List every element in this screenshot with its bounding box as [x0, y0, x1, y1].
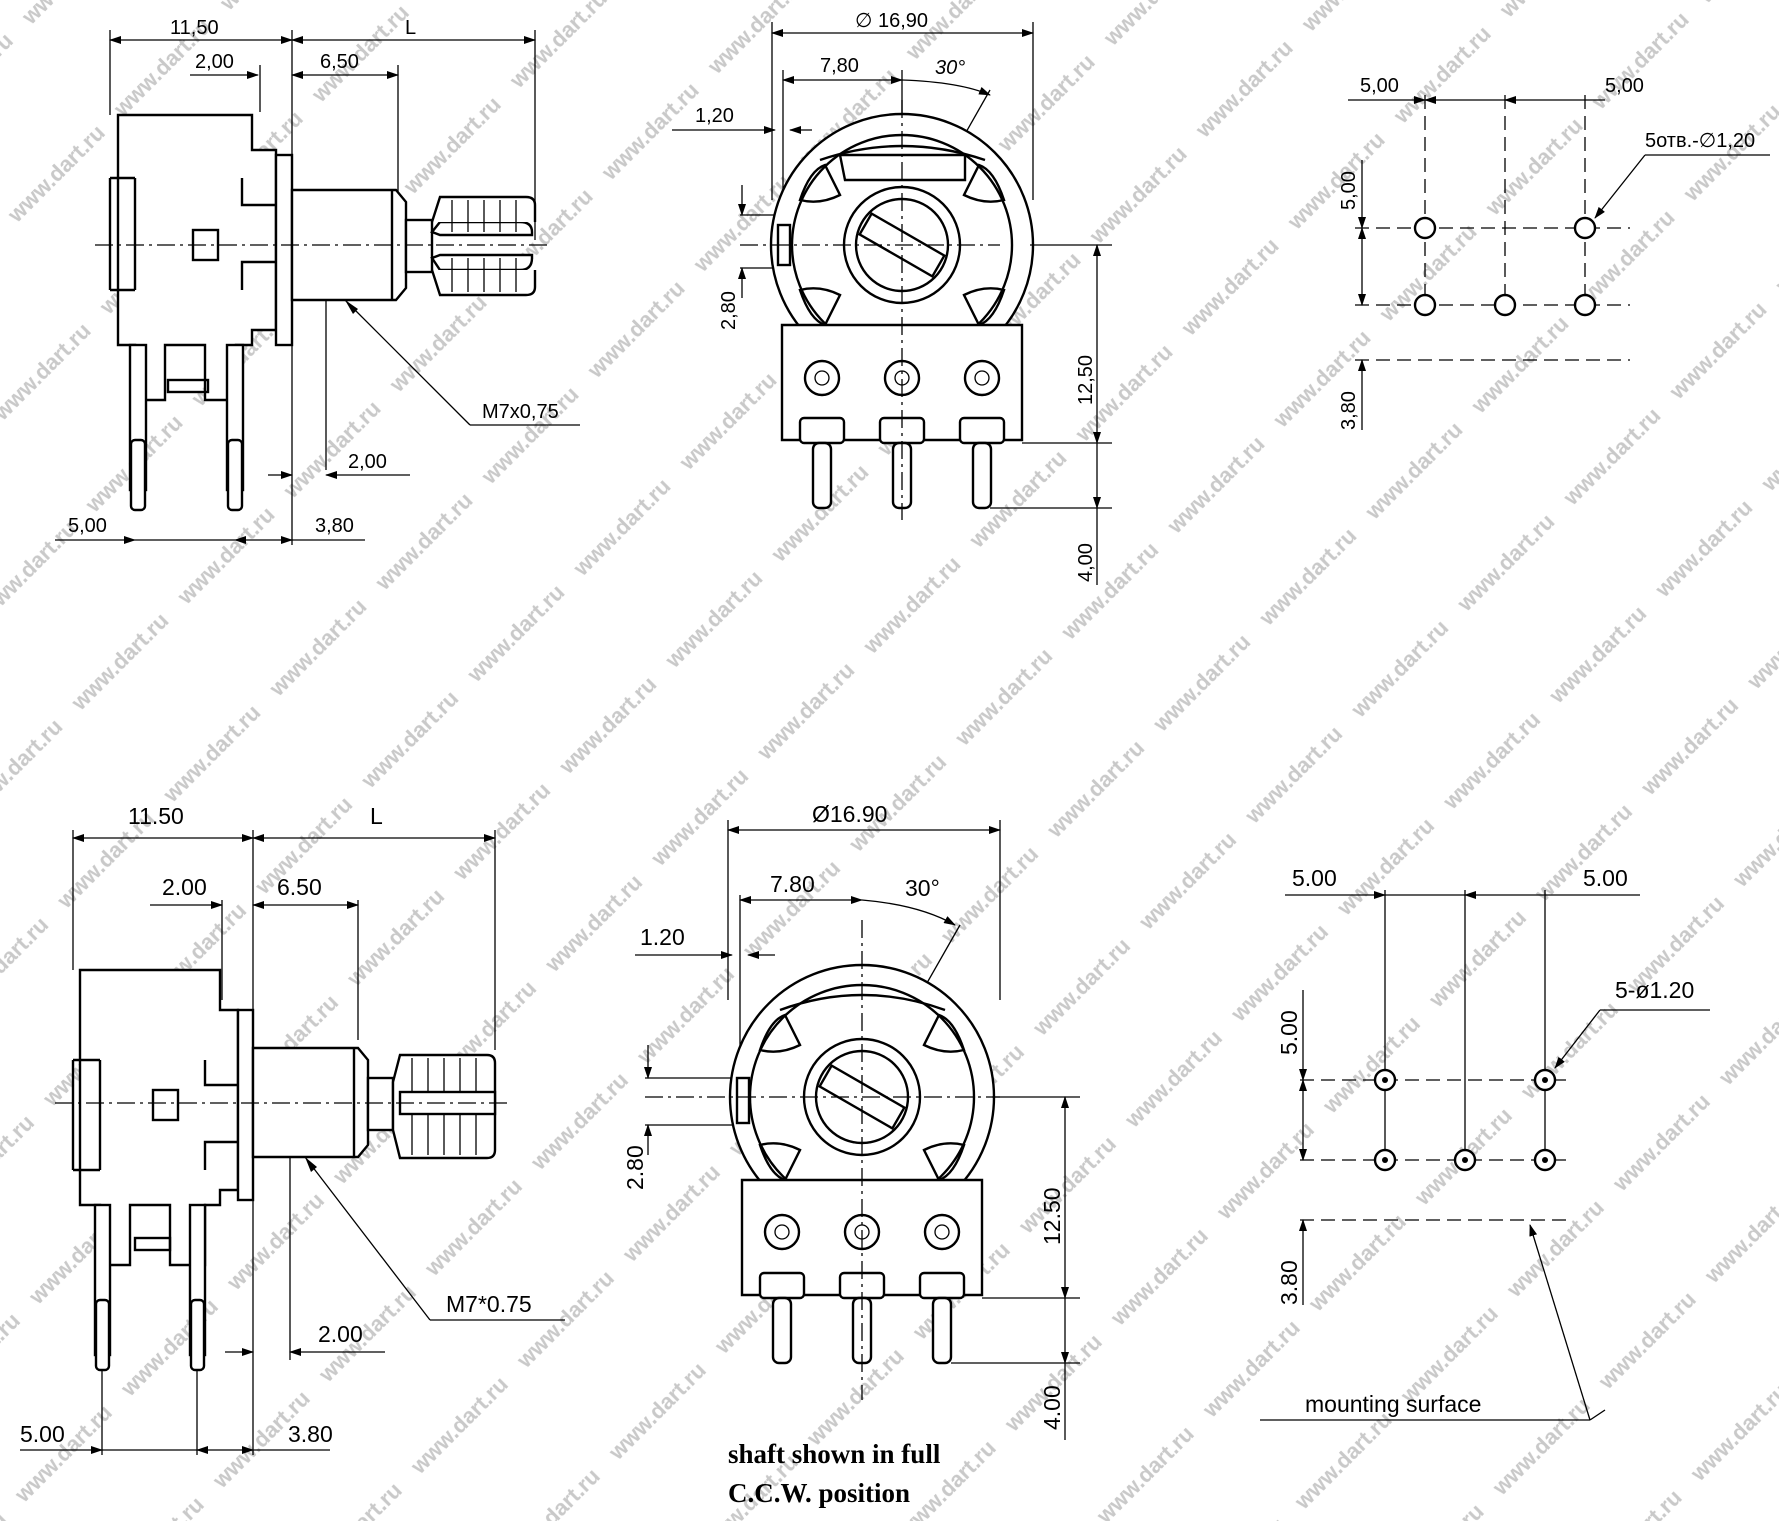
dim-pin-length: 4.00	[1039, 1385, 1065, 1430]
dim-tab-width: 1.20	[640, 924, 685, 950]
dim-bottom-offset: 2.00	[318, 1321, 363, 1347]
dim-tab-height: 2,80	[718, 291, 740, 330]
dim-axis-height: 12.50	[1039, 1187, 1065, 1245]
dim-thread: M7*0.75	[446, 1291, 532, 1317]
dim-row-spacing: 5.00	[1276, 1010, 1302, 1055]
label-mounting-surface: mounting surface	[1305, 1391, 1481, 1417]
note-line-1: shaft shown in full	[728, 1439, 941, 1469]
dim-holes: 5-ø1.20	[1615, 977, 1694, 1003]
dim-pitch-right: 5.00	[1583, 865, 1628, 891]
dim-angle: 30°	[905, 875, 940, 901]
bottom-side-view: 11.50 L 2.00 6.50 M7*0.75 2.00 5.00 3.80	[20, 803, 565, 1455]
dim-angle: 30°	[935, 57, 965, 79]
dim-half-width: 7,80	[820, 55, 859, 77]
dim-tab-width: 1,20	[695, 105, 734, 127]
dim-bushing: 6,50	[320, 51, 359, 73]
dim-shaft-length: L	[370, 803, 383, 829]
dim-flange: 2.00	[162, 874, 207, 900]
dim-bushing: 6.50	[277, 874, 322, 900]
dim-flange: 2,00	[195, 51, 234, 73]
dim-pin-offset: 3,80	[315, 515, 354, 537]
dim-thread: M7x0,75	[482, 401, 559, 423]
dim-pin-pitch: 5.00	[20, 1421, 65, 1447]
dim-pin-length: 4,00	[1075, 543, 1097, 582]
bottom-front-view: Ø16.90 7.80 30° 1.20 2.80 12.50 4.00 sha…	[622, 801, 1080, 1508]
dim-pin-pitch: 5,00	[68, 515, 107, 537]
dim-row-spacing: 5,00	[1338, 171, 1360, 210]
top-side-view: 11,50 L 2,00 6,50 M7x0,75 2,00 5,00 3,80	[55, 17, 580, 545]
dim-pin-offset: 3.80	[288, 1421, 333, 1447]
dim-surface-offset: 3,80	[1338, 391, 1360, 430]
dim-pitch-left: 5,00	[1360, 75, 1399, 97]
bottom-pcb-layout: 5.00 5.00 5-ø1.20 5.00 3.80 mounting sur…	[1260, 865, 1710, 1421]
dim-diameter: Ø16.90	[812, 801, 887, 827]
dim-pitch-right: 5,00	[1605, 75, 1644, 97]
dim-diameter: ∅ 16,90	[855, 10, 928, 32]
top-front-view: ∅ 16,90 7,80 30° 1,20 2,80 12,50 4,00	[672, 10, 1112, 585]
dim-body-width: 11.50	[128, 803, 184, 829]
dim-shaft-length: L	[405, 17, 416, 39]
top-pcb-layout: 5,00 5,00 5отв.-∅1,20 5,00 3,80	[1338, 75, 1770, 430]
note-line-2: C.C.W. position	[728, 1478, 910, 1508]
dim-body-width: 11,50	[170, 17, 219, 39]
dim-bottom-offset: 2,00	[348, 451, 387, 473]
dim-half-width: 7.80	[770, 871, 815, 897]
dim-pitch-left: 5.00	[1292, 865, 1337, 891]
dim-tab-height: 2.80	[622, 1145, 648, 1190]
dim-surface-offset: 3.80	[1276, 1260, 1302, 1305]
dim-axis-height: 12,50	[1075, 355, 1097, 405]
dim-holes: 5отв.-∅1,20	[1645, 130, 1755, 152]
